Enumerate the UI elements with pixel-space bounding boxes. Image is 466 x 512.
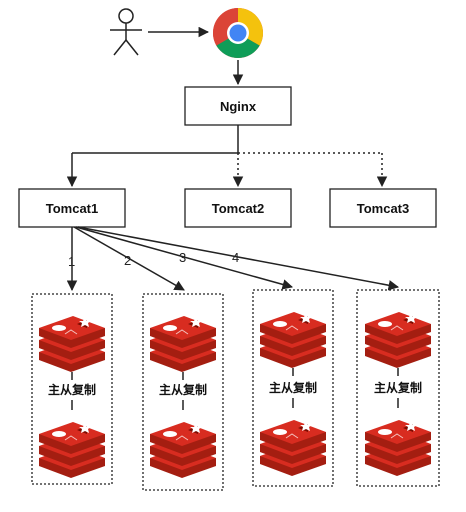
edge-label-4: 4 — [232, 250, 239, 265]
redis-logo-icon — [38, 421, 106, 479]
tomcat2-label: Tomcat2 — [212, 201, 265, 216]
redis-group-3: 主从复制 — [252, 289, 334, 487]
redis-logo-icon — [149, 315, 217, 373]
redis-logo-icon — [364, 419, 432, 477]
redis-logo-icon — [259, 311, 327, 369]
redis-logo-icon — [149, 421, 217, 479]
replication-label-2: 主从复制 — [159, 382, 207, 397]
tomcat1-node: Tomcat1 — [18, 188, 126, 228]
replication-label-3: 主从复制 — [269, 380, 317, 395]
redis-logo-icon — [38, 315, 106, 373]
tomcat1-label: Tomcat1 — [46, 201, 99, 216]
redis-logo-icon — [364, 311, 432, 369]
edge-label-2: 2 — [124, 253, 131, 268]
nginx-label: Nginx — [220, 99, 257, 114]
tomcat3-label: Tomcat3 — [357, 201, 410, 216]
edge-tomcat1-redis4 — [77, 226, 400, 291]
replication-label-1: 主从复制 — [48, 382, 96, 397]
redis-logo-icon — [259, 419, 327, 477]
edge-tomcat1-redis3 — [75, 226, 294, 290]
user-icon — [110, 8, 142, 56]
edge-label-1: 1 — [68, 254, 75, 269]
chrome-browser-icon — [213, 8, 263, 58]
redis-group-2: 主从复制 — [142, 293, 224, 491]
nginx-node: Nginx — [184, 86, 292, 126]
edge-label-3: 3 — [179, 250, 186, 265]
redis-group-4: 主从复制 — [356, 289, 440, 487]
edge-tomcat1-redis2 — [73, 226, 185, 291]
tomcat3-node: Tomcat3 — [329, 188, 437, 228]
tomcat2-node: Tomcat2 — [184, 188, 292, 228]
redis-group-1: 主从复制 — [31, 293, 113, 485]
replication-label-4: 主从复制 — [374, 380, 422, 395]
